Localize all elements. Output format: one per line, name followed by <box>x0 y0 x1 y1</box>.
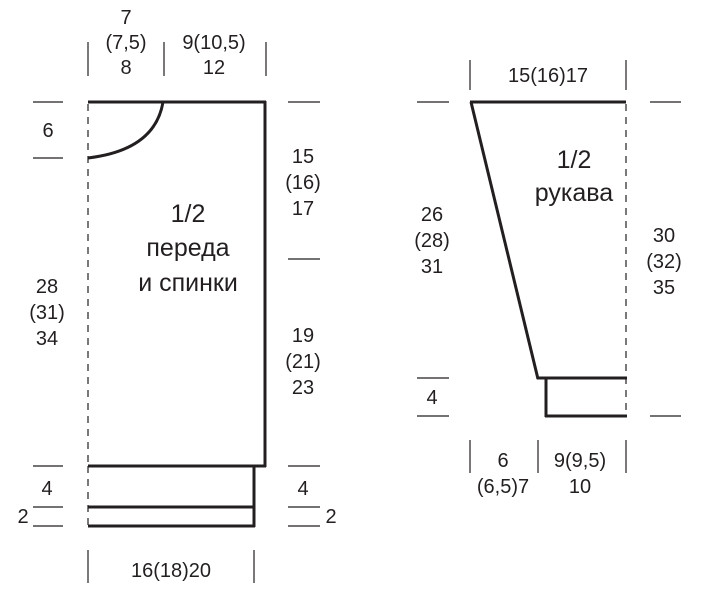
side-height-label: 19 <box>292 325 314 347</box>
band-height-label-right: 4 <box>297 478 308 500</box>
cuff-height-label: 4 <box>426 387 437 409</box>
body-title-line1: 1/2 <box>171 200 206 228</box>
neck-depth-label: 6 <box>42 120 53 142</box>
sleeve-left-height-label: (28) <box>414 230 450 252</box>
sleeve-bottom-left-label: 6 <box>497 450 508 472</box>
side-height-label: (21) <box>285 351 321 373</box>
edge-height-label-left: 2 <box>17 506 28 528</box>
sleeve-title-line1: 1/2 <box>557 146 592 174</box>
body-panel: 1/2 переда и спинки 7 (7,5) 8 9(10,5) 12… <box>17 7 337 583</box>
sleeve-bottom-right-label: 9(9,5) <box>554 450 606 472</box>
neck-width-label: 7 <box>120 7 131 29</box>
body-title-line3: и спинки <box>138 269 238 297</box>
sleeve-right-height-label: 35 <box>653 277 675 299</box>
bottom-width-label: 16(18)20 <box>131 560 211 582</box>
neck-width-label: 8 <box>120 57 131 79</box>
sleeve-slanted-edge <box>469 101 540 380</box>
sleeve-right-height-label: (32) <box>646 251 682 273</box>
sleeve-title-line2: рукава <box>535 179 614 207</box>
sleeve-top-width-label: 15(16)17 <box>508 65 588 87</box>
edge-height-label-right: 2 <box>325 506 336 528</box>
body-title-line2: переда <box>146 234 229 262</box>
side-height-label: 23 <box>292 377 314 399</box>
neckline-curve <box>87 101 165 160</box>
sleeve-left-height-label: 26 <box>421 204 443 226</box>
sleeve-bottom-left-label: (6,5)7 <box>477 476 529 498</box>
total-height-label: 28 <box>36 276 58 298</box>
band-height-label-left: 4 <box>41 478 52 500</box>
sleeve-left-height-label: 31 <box>421 256 443 278</box>
total-height-label: 34 <box>36 328 58 350</box>
neck-width-label: (7,5) <box>105 32 146 54</box>
armhole-height-label: (16) <box>285 172 321 194</box>
sleeve-right-height-label: 30 <box>653 225 675 247</box>
armhole-height-label: 15 <box>292 146 314 168</box>
sleeve-bottom-right-label: 10 <box>569 476 591 498</box>
sleeve-panel: 1/2 рукава 15(16)17 26 (28) 31 30 (32) 3… <box>414 60 682 498</box>
shoulder-width-label: 9(10,5) <box>182 32 245 54</box>
armhole-height-label: 17 <box>292 198 314 220</box>
total-height-label: (31) <box>29 302 65 324</box>
shoulder-width-label: 12 <box>203 57 225 79</box>
